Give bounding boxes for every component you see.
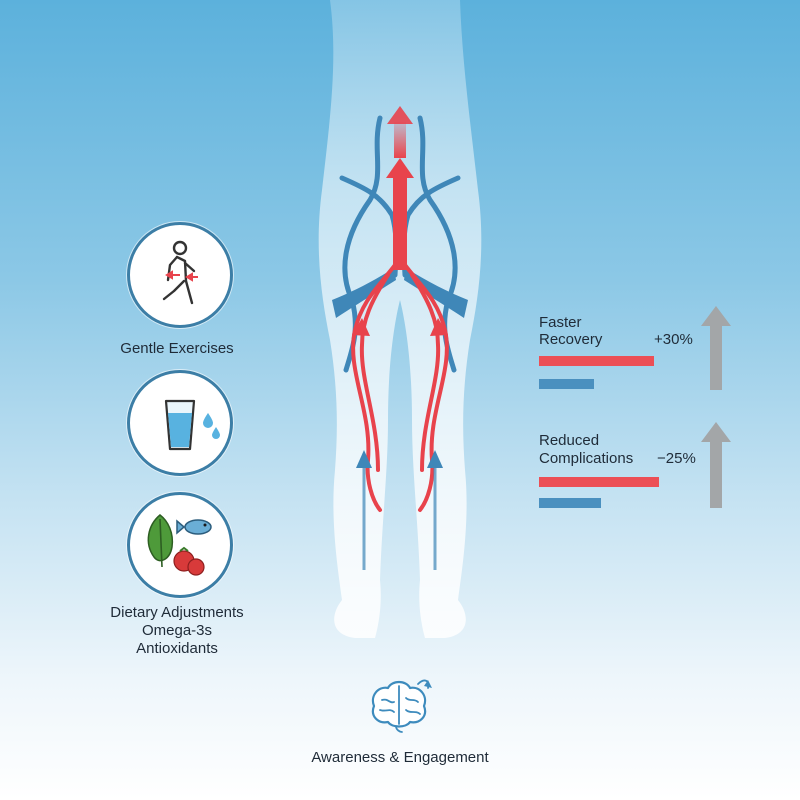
outcome-recovery-label-line1: Faster (539, 314, 582, 331)
diet-label-line3: Antioxidants (136, 640, 218, 657)
diet-label-line2: Omega-3s (141, 622, 213, 639)
outcome-recovery-change: +30% (654, 331, 693, 348)
red-arrowhead-left (352, 318, 370, 336)
water-glass-icon (164, 399, 220, 451)
fish-icon (176, 519, 212, 535)
arterial-vessels (351, 263, 449, 512)
red-arrowhead-right (430, 318, 448, 336)
outcome-recovery-up-arrow (701, 306, 731, 390)
exercise-label: Gentle Exercises (120, 340, 234, 357)
brain-icon (371, 679, 432, 733)
outcome-complications-bar-red (539, 477, 659, 487)
outcome-recovery-bar-red (539, 356, 654, 366)
upward-red-arrow-upper-shaft (394, 122, 406, 158)
footer-label: Awareness & Engagement (311, 749, 489, 766)
hydration-circle (127, 370, 233, 476)
food-icon (147, 514, 212, 576)
outcome-complications-label-line2: Complications (539, 450, 634, 467)
legs-circulation-diagram (318, 0, 482, 638)
upward-red-arrow-lower (386, 158, 414, 178)
central-artery (393, 175, 407, 270)
leaf-icon (147, 514, 174, 568)
tomato-icon (173, 546, 205, 576)
exercise-circle (127, 222, 233, 328)
outcome-complications-label-line1: Reduced (539, 432, 600, 449)
body-silhouette (318, 0, 482, 638)
blue-upward-arrows (356, 450, 443, 570)
outcome-recovery-label-line2: Recovery (539, 331, 603, 348)
outcome-complications-bar-blue (539, 498, 601, 508)
outcome-complications-change: −25% (657, 450, 696, 467)
outcome-complications-up-arrow (701, 422, 731, 508)
upward-red-arrow-upper (387, 106, 413, 124)
diet-label-line1: Dietary Adjustments (110, 604, 244, 621)
walking-person-icon (162, 240, 198, 305)
outcome-recovery-bar-blue (539, 379, 594, 389)
diet-circle (127, 492, 233, 598)
